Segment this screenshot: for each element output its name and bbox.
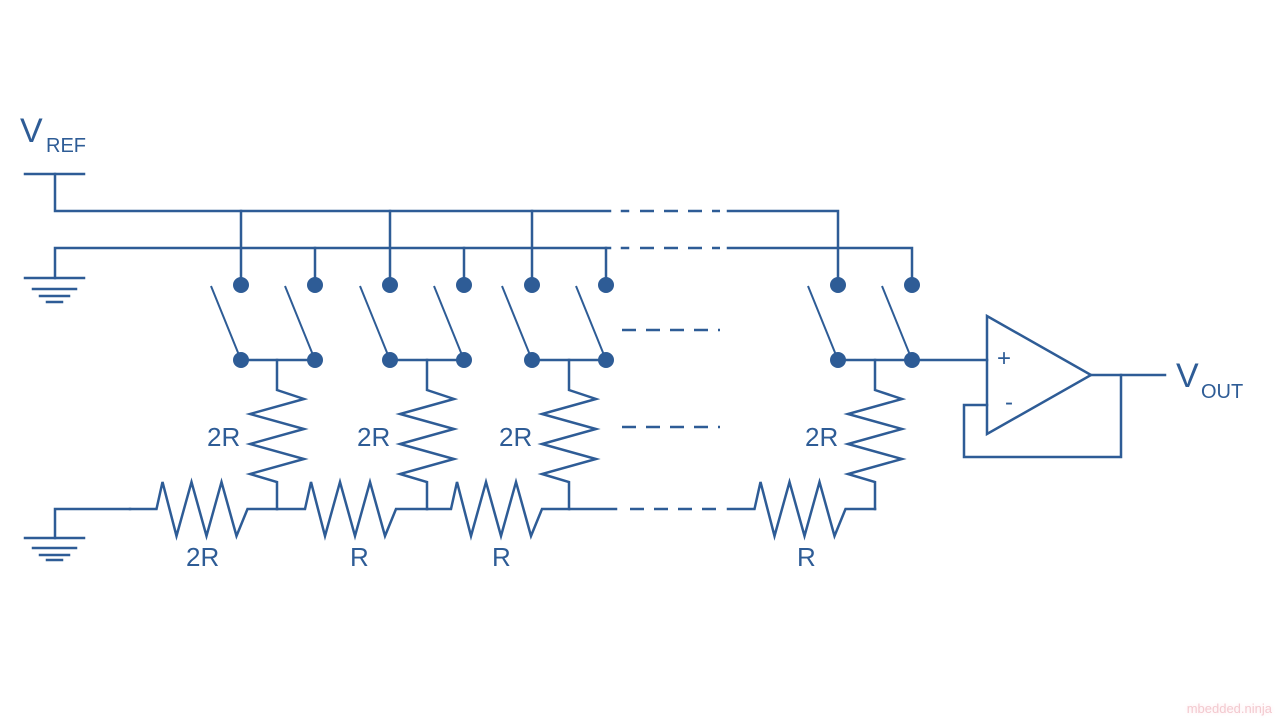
vref-subscript: REF (46, 135, 86, 157)
resistor-2r-vertical (843, 358, 907, 511)
switch-pivot (830, 352, 846, 368)
opamp-plus-label: + (997, 345, 1011, 372)
resistor-label: 2R (207, 422, 240, 452)
resistor-2r-vertical (245, 358, 309, 511)
resistor-label: 2R (499, 422, 532, 452)
resistor-label: 2R (805, 422, 838, 452)
switch-contact (830, 277, 846, 293)
switch-pivot (524, 352, 540, 368)
vout-subscript: OUT (1201, 381, 1243, 403)
resistor-zigzag (425, 477, 571, 541)
switch-column: 2R (357, 209, 472, 511)
switch-contact (456, 277, 472, 293)
resistor-label: R (350, 542, 369, 572)
switch-column: 2R (805, 277, 920, 511)
switch-column: 2R (499, 209, 614, 511)
switch-contact (382, 277, 398, 293)
switch-blade[interactable] (359, 285, 391, 361)
vref-bus (620, 209, 840, 287)
ground-icon (23, 246, 612, 304)
opamp-minus-label: - (1005, 389, 1013, 416)
resistor-horizontal: R (275, 477, 429, 572)
switch-contact (233, 277, 249, 293)
switch-pivot (382, 352, 398, 368)
ground-icon (23, 507, 132, 562)
resistor-2r-vertical (395, 358, 459, 511)
resistor-label: 2R (186, 542, 219, 572)
switch-column: 2R (207, 209, 323, 511)
watermark: mbedded.ninja (1186, 701, 1272, 716)
resistor-zigzag (275, 477, 429, 541)
resistor-2r-vertical (537, 358, 601, 511)
switch-blade[interactable] (501, 285, 533, 361)
resistor-horizontal: 2R (128, 477, 279, 572)
ground-bus (620, 246, 914, 287)
switch-blade[interactable] (210, 285, 242, 361)
vref-label: V (20, 112, 43, 150)
vref-symbol (23, 172, 612, 213)
switch-contact (904, 277, 920, 293)
resistor-horizontal: R (726, 477, 877, 572)
switch-contact (307, 277, 323, 293)
switch-pivot (456, 352, 472, 368)
switch-blade[interactable] (284, 285, 316, 361)
switch-blade[interactable] (575, 285, 607, 361)
resistor-label: R (797, 542, 816, 572)
opamp (910, 313, 1167, 459)
resistor-label: R (492, 542, 511, 572)
switch-contact (598, 277, 614, 293)
switch-pivot (233, 352, 249, 368)
switch-pivot (307, 352, 323, 368)
vout-label: V (1176, 357, 1199, 395)
resistor-label: 2R (357, 422, 390, 452)
switch-contact (524, 277, 540, 293)
resistor-horizontal: R (425, 477, 571, 572)
switch-pivot (598, 352, 614, 368)
resistor-zigzag (128, 477, 279, 541)
resistor-zigzag (726, 477, 877, 541)
switch-blade[interactable] (881, 285, 913, 361)
switch-blade[interactable] (807, 285, 839, 361)
switch-blade[interactable] (433, 285, 465, 361)
